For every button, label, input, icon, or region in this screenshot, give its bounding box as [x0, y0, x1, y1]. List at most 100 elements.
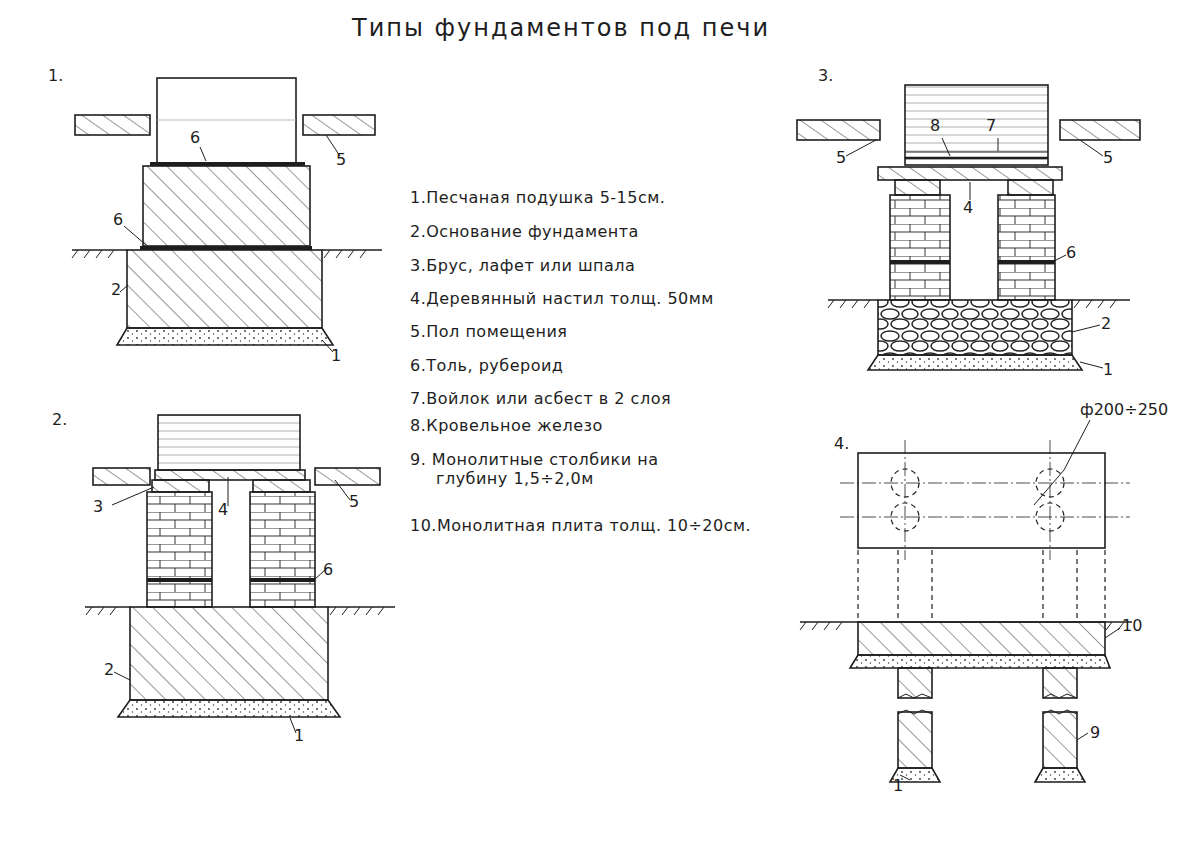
- legend-item: 6.Толь, рубероид: [410, 356, 563, 375]
- callout-number: 7: [986, 116, 996, 135]
- figure-four: [1034, 420, 1090, 505]
- figure-four: [858, 550, 1105, 622]
- callout-number: 8: [930, 116, 940, 135]
- legend-item: 3.Брус, лафет или шпала: [410, 256, 635, 275]
- figure-three: [890, 195, 950, 300]
- figure-three: [890, 260, 950, 264]
- figure-three: [905, 85, 1048, 165]
- figure-two: [86, 607, 384, 615]
- figure-three: [895, 180, 940, 195]
- figure-four: [850, 655, 1110, 668]
- figure-four: [1036, 469, 1064, 497]
- figure-four: [1035, 768, 1085, 782]
- callout-number: 2: [1101, 314, 1111, 333]
- figure-two: [85, 415, 395, 733]
- callout-number: 1: [331, 346, 341, 365]
- figure-four: [1036, 503, 1064, 531]
- figure-two: [93, 468, 150, 485]
- figure-three: [797, 120, 880, 140]
- sheet-title: Типы фундаментов под печи: [352, 14, 770, 43]
- figure-two: [315, 468, 380, 485]
- figure-one: [120, 135, 340, 352]
- callout-number: 4: [963, 198, 973, 217]
- callout-number: 6: [190, 128, 200, 147]
- legend-item: 9. Монолитные столбики на глубину 1,5÷2,…: [410, 450, 666, 488]
- figure-two: [152, 480, 209, 492]
- figure-one: [157, 78, 296, 164]
- callout-number: 2.: [52, 410, 67, 429]
- figure-four: [858, 469, 1105, 622]
- callout-number: 6: [323, 560, 333, 579]
- figure-three: [1008, 180, 1053, 195]
- figure-one: [117, 328, 333, 345]
- figure-four: [800, 420, 1132, 782]
- figure-four: [840, 440, 1130, 560]
- callout-number: 1.: [48, 66, 63, 85]
- legend-item: 2.Основание фундамента: [410, 222, 639, 241]
- callout-number: 4: [218, 500, 228, 519]
- figure-two: [147, 492, 212, 607]
- figure-one: [303, 115, 375, 135]
- callout-number: 5: [836, 148, 846, 167]
- callout-number: 1: [294, 726, 304, 745]
- figure-two: [118, 700, 340, 717]
- figure-four: [900, 628, 1120, 780]
- figure-two: [158, 415, 300, 470]
- legend-item: 5.Пол помещения: [410, 322, 567, 341]
- figure-one: [127, 250, 322, 328]
- figure-three: [998, 195, 1055, 300]
- figure-two: [328, 606, 395, 608]
- figure-three: [846, 138, 1103, 368]
- figure-two: [155, 470, 305, 480]
- figure-two: [253, 480, 310, 492]
- callout-number: 3.: [818, 66, 833, 85]
- figure-two: [250, 492, 315, 607]
- callout-number: 6: [113, 210, 123, 229]
- legend-item: 8.Кровельное железо: [410, 416, 603, 435]
- figure-two: [250, 578, 315, 582]
- figure-three: [828, 300, 1116, 308]
- callout-number: 9: [1090, 723, 1100, 742]
- callout-number: 1: [893, 776, 903, 795]
- figure-three: [797, 85, 1140, 370]
- figure-four: [1043, 712, 1077, 768]
- figure-four: [891, 469, 919, 497]
- legend-item: 10.Монолитная плита толщ. 10÷20см.: [410, 516, 751, 535]
- figure-one: [322, 249, 382, 251]
- figure-three: [828, 299, 878, 301]
- figure-four: [898, 668, 932, 698]
- callout-number: 1: [1103, 360, 1113, 379]
- figure-three: [905, 157, 1048, 160]
- callout-number: 6: [1066, 243, 1076, 262]
- figure-three: [1060, 120, 1140, 140]
- figure-four: [898, 694, 1077, 714]
- callout-number: 2: [104, 660, 114, 679]
- callout-number: 10: [1122, 616, 1142, 635]
- figure-one: [72, 78, 382, 352]
- legend-item: 4.Деревянный настил толщ. 50мм: [410, 289, 714, 308]
- figure-one: [72, 249, 127, 251]
- figure-three: [878, 167, 1062, 180]
- figure-four: [891, 503, 919, 531]
- callout-number: 3: [93, 497, 103, 516]
- figure-three: [868, 355, 1082, 370]
- figure-two: [130, 607, 328, 700]
- callout-number: 5: [349, 492, 359, 511]
- figure-four: [898, 712, 932, 768]
- dimension-label: ф200÷250: [1080, 400, 1168, 419]
- figure-four: [1043, 668, 1077, 698]
- legend-item: 1.Песчаная подушка 5-15см.: [410, 188, 665, 207]
- callout-number: 5: [336, 150, 346, 169]
- callout-number: 4.: [834, 434, 849, 453]
- figure-one: [72, 250, 366, 258]
- callout-number: 5: [1103, 148, 1113, 167]
- figure-three: [905, 152, 1048, 153]
- figure-three: [1072, 299, 1130, 301]
- legend-item: 7.Войлок или асбест в 2 слоя: [410, 389, 671, 408]
- figure-one: [157, 120, 296, 121]
- figure-two: [112, 477, 350, 733]
- figure-two: [147, 578, 212, 582]
- callout-number: 2: [111, 280, 121, 299]
- figure-one: [143, 166, 310, 246]
